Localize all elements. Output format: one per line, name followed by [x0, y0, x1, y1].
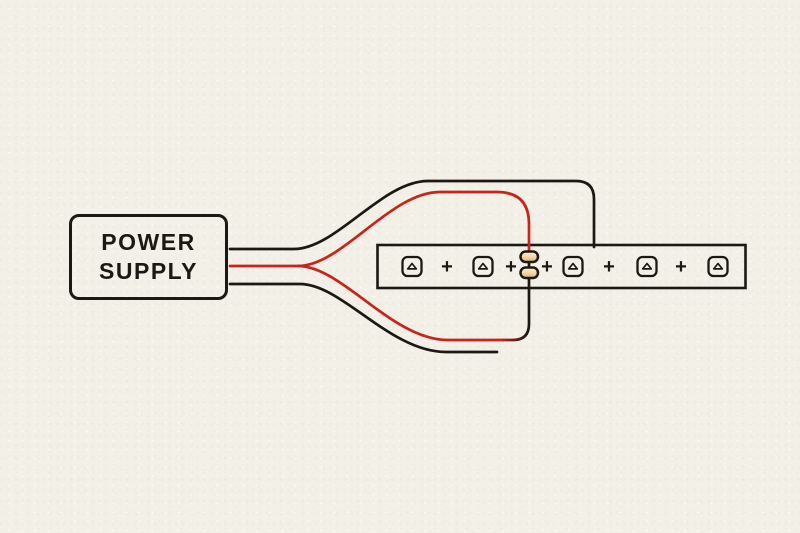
power-supply-label-line2: SUPPLY	[99, 258, 198, 284]
power-supply-box: POWER SUPPLY	[69, 214, 228, 300]
solder-pad-bottom	[519, 266, 540, 280]
plus-separator: +	[441, 256, 453, 278]
led-strip-outline	[376, 243, 747, 290]
pad-connector-wire	[501, 256, 531, 342]
led-module	[562, 255, 584, 278]
plus-separator: +	[541, 256, 553, 278]
plus-separator: +	[603, 256, 615, 278]
solder-pad-top	[519, 250, 540, 264]
plus-separator: +	[505, 256, 517, 278]
led-module	[636, 255, 658, 278]
led-module	[401, 255, 423, 278]
negative-wire-bottom	[228, 282, 499, 354]
plus-separator: +	[675, 256, 687, 278]
power-supply-label-line1: POWER	[101, 229, 196, 255]
positive-wire-lower	[296, 264, 505, 342]
led-module	[472, 255, 494, 278]
positive-wire-upper	[228, 190, 531, 268]
led-module	[707, 255, 729, 278]
negative-wire-top	[228, 179, 596, 251]
